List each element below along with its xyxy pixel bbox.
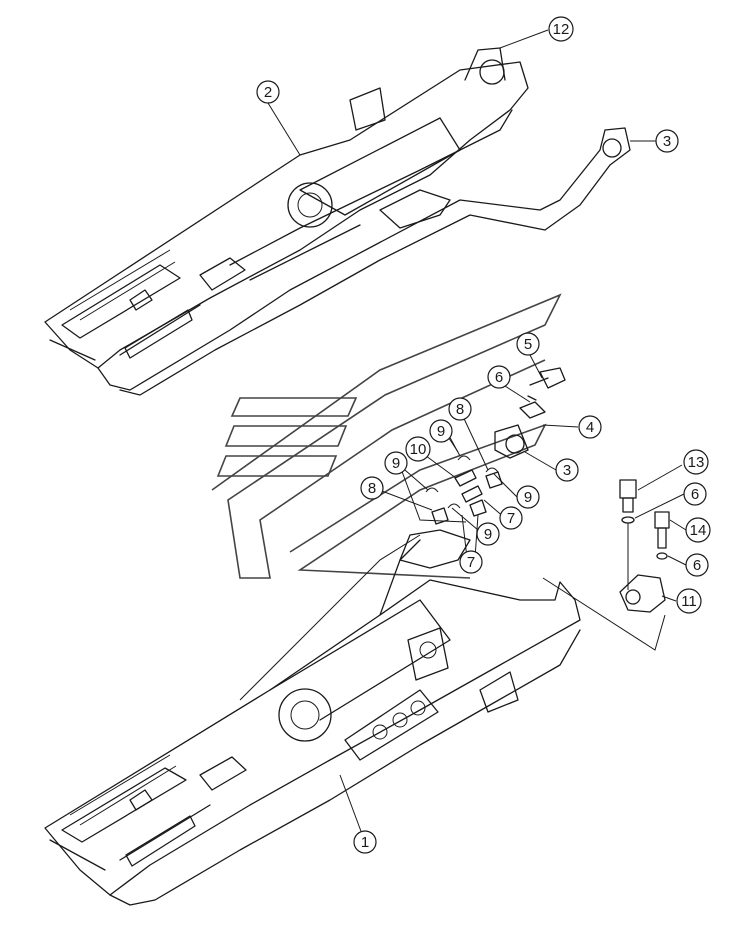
callout-9-d: 9 xyxy=(476,522,500,546)
lower-track-frame xyxy=(44,534,581,906)
svg-text:6: 6 xyxy=(691,486,699,503)
svg-text:8: 8 xyxy=(456,401,464,418)
svg-text:8: 8 xyxy=(368,480,376,497)
callout-8-a: 8 xyxy=(448,397,472,421)
svg-text:12: 12 xyxy=(553,21,570,38)
callout-2: 2 xyxy=(256,80,280,104)
callout-9-b: 9 xyxy=(384,451,408,475)
svg-text:13: 13 xyxy=(688,454,705,471)
bracket-assembly xyxy=(542,479,670,651)
callout-11: 11 xyxy=(676,588,702,614)
callout-3-top: 3 xyxy=(655,129,679,153)
callout-1: 1 xyxy=(353,830,377,854)
svg-text:1: 1 xyxy=(361,834,369,851)
svg-text:4: 4 xyxy=(586,419,594,436)
callout-7-a: 7 xyxy=(499,506,523,530)
svg-text:6: 6 xyxy=(693,557,701,574)
svg-text:9: 9 xyxy=(524,489,532,506)
callout-12: 12 xyxy=(548,16,574,42)
svg-text:3: 3 xyxy=(563,462,571,479)
svg-text:5: 5 xyxy=(524,336,532,353)
callout-7-b: 7 xyxy=(459,550,483,574)
watermark-logo xyxy=(211,293,562,579)
callout-13: 13 xyxy=(683,449,709,475)
callout-3-mid: 3 xyxy=(555,458,579,482)
svg-text:3: 3 xyxy=(663,133,671,150)
svg-text:2: 2 xyxy=(264,84,272,101)
callout-10: 10 xyxy=(405,436,431,462)
svg-text:9: 9 xyxy=(437,423,445,440)
callout-6-c: 6 xyxy=(685,553,709,577)
callout-9-a: 9 xyxy=(429,419,453,443)
callout-9-c: 9 xyxy=(516,485,540,509)
callout-8-b: 8 xyxy=(360,476,384,500)
svg-text:10: 10 xyxy=(410,441,427,458)
upper-track-frame xyxy=(44,47,631,396)
callout-6-b: 6 xyxy=(683,482,707,506)
svg-text:9: 9 xyxy=(484,526,492,543)
leader-lines xyxy=(267,29,687,843)
svg-text:9: 9 xyxy=(392,455,400,472)
callout-5: 5 xyxy=(516,332,540,356)
callout-14: 14 xyxy=(685,517,711,543)
callout-6-a: 6 xyxy=(487,365,511,389)
svg-text:7: 7 xyxy=(467,554,475,571)
svg-text:6: 6 xyxy=(495,369,503,386)
callout-4: 4 xyxy=(578,415,602,439)
svg-text:7: 7 xyxy=(507,510,515,527)
svg-text:14: 14 xyxy=(690,522,707,539)
svg-text:11: 11 xyxy=(681,593,697,610)
